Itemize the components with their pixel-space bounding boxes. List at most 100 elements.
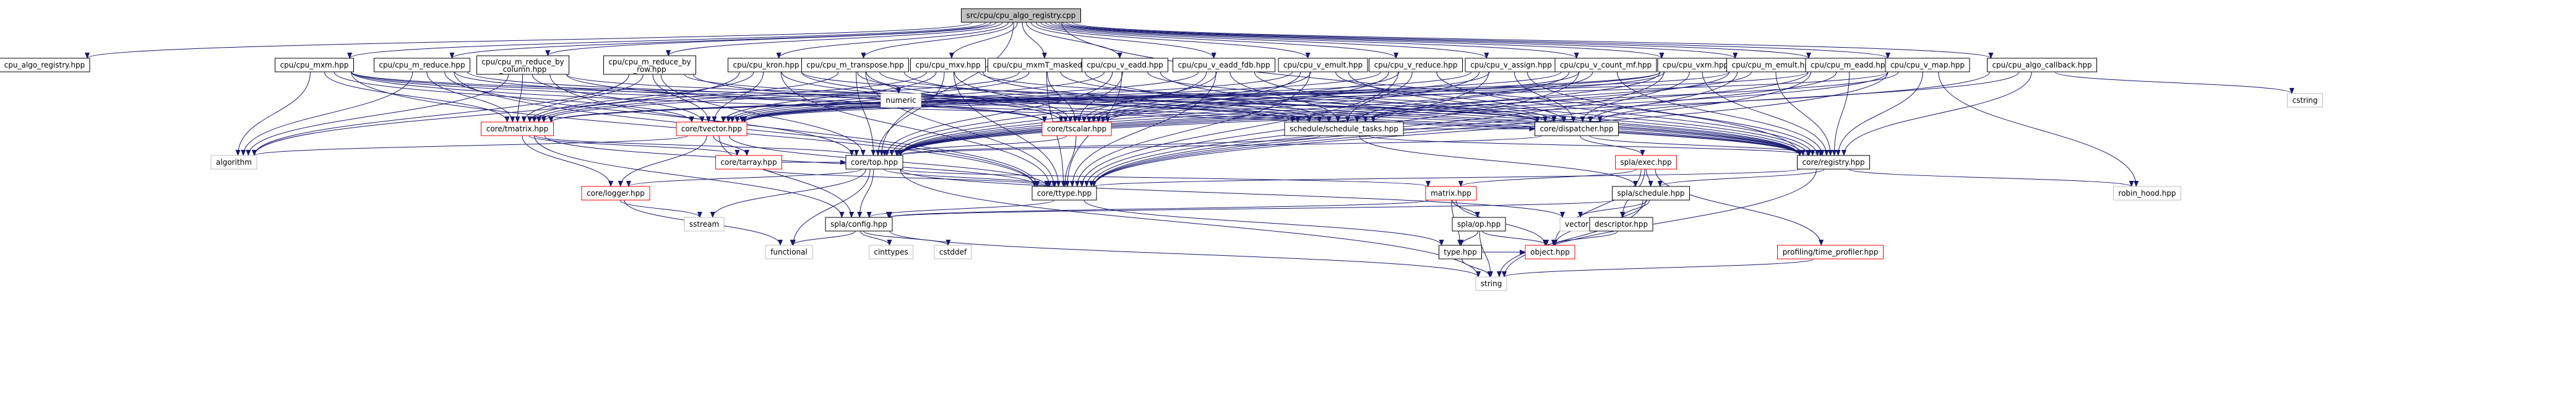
node-label: cpu/cpu_m_reduce.hpp (379, 61, 465, 69)
node-functional[interactable]: functional (765, 245, 813, 260)
node-string[interactable]: string (1475, 276, 1507, 291)
node-label: algorithm (216, 158, 252, 167)
node-label: cstring (2292, 96, 2317, 105)
node-spla-op[interactable]: spla/op.hpp (1452, 217, 1506, 232)
node-label: schedule/schedule_tasks.hpp (1290, 125, 1398, 133)
edge-kron-to-algorithm (252, 71, 740, 156)
node-m-red-col[interactable]: cpu/cpu_m_reduce_by_column.hpp (476, 55, 569, 75)
node-registry[interactable]: core/registry.hpp (1797, 155, 1870, 170)
edge-mxm-to-registry (351, 71, 1803, 156)
node-m-reduce[interactable]: cpu/cpu_m_reduce.hpp (374, 58, 470, 72)
edge-root-to-mxmT (1022, 22, 1047, 59)
node-robin-hood[interactable]: robin_hood.hpp (2113, 186, 2181, 201)
edge-mxv-to-core-top (875, 71, 945, 156)
edge-spla-config-to-functional (790, 230, 856, 246)
edge-spla-config-to-string (889, 230, 1481, 277)
edge-core-top-to-matrix (900, 168, 1431, 187)
edge-root-to-core-top (879, 22, 1014, 156)
edge-v-eadd-to-registry (1160, 71, 1803, 156)
edge-v-reduce-to-registry (1436, 71, 1816, 156)
node-label: spla/schedule.hpp (1617, 189, 1684, 198)
node-label: cpu/cpu_m_eadd.hpp (1811, 61, 1890, 69)
node-m-eadd[interactable]: cpu/cpu_m_eadd.hpp (1805, 58, 1895, 72)
node-cinttypes[interactable]: cinttypes (869, 245, 913, 260)
node-vxm[interactable]: cpu/cpu_vxm.hpp (1657, 58, 1734, 72)
node-v-eadd[interactable]: cpu/cpu_v_eadd.hpp (1082, 58, 1168, 72)
node-v-assign[interactable]: cpu/cpu_v_assign.hpp (1465, 58, 1557, 72)
edge-m-red-col-to-registry (566, 74, 1803, 156)
edge-root-to-v-map (1066, 22, 1890, 59)
edge-v-emult-to-core-vector (739, 71, 1293, 123)
node-v-count-mf[interactable]: cpu/cpu_v_count_mf.hpp (1554, 58, 1657, 72)
node-sstream[interactable]: sstream (684, 217, 725, 232)
node-profiler[interactable]: profiling/time_profiler.hpp (1777, 245, 1884, 260)
edge-v-count-mf-to-registry (1616, 71, 1825, 156)
edge-core-top-to-spla-config (857, 168, 874, 218)
node-m-transpose[interactable]: cpu/cpu_m_transpose.hpp (801, 58, 909, 72)
edge-v-reduce-to-core-scalar (1091, 71, 1400, 123)
node-sched-tasks[interactable]: schedule/schedule_tasks.hpp (1284, 121, 1404, 136)
edge-m-eadd-to-registry (1832, 71, 1850, 156)
node-core-matrix[interactable]: core/tmatrix.hpp (481, 121, 554, 136)
node-root[interactable]: src/cpu/cpu_algo_registry.cpp (961, 8, 1081, 23)
node-label: object.hpp (1530, 248, 1570, 256)
node-mxm[interactable]: cpu/cpu_mxm.hpp (275, 58, 354, 72)
node-cstddef[interactable]: cstddef (934, 245, 972, 260)
node-reg-hpp[interactable]: cpu_algo_registry.hpp (0, 58, 90, 72)
edge-mxm-to-core-vector (334, 71, 694, 123)
node-cstring[interactable]: cstring (2287, 93, 2323, 108)
edge-logger-to-sstream (619, 199, 702, 218)
node-spla-config[interactable]: spla/config.hpp (825, 217, 893, 232)
node-mxmT[interactable]: cpu/cpu_mxmT_masked.hpp (988, 58, 1104, 72)
edge-sched-tasks-to-spla-schedule (1359, 135, 1639, 187)
node-matrix[interactable]: matrix.hpp (1425, 186, 1477, 201)
node-dispatcher[interactable]: core/dispatcher.hpp (1535, 121, 1619, 136)
edge-algo-cb-to-core-top (898, 71, 1990, 156)
node-m-red-row[interactable]: cpu/cpu_m_reduce_by_row.hpp (603, 55, 696, 75)
node-box (0, 58, 90, 72)
edge-core-top-to-logger (626, 168, 862, 187)
node-numeric[interactable]: numeric (881, 93, 921, 108)
node-mxv[interactable]: cpu/cpu_mxv.hpp (910, 58, 986, 72)
node-ttype[interactable]: core/ttype.hpp (1032, 186, 1097, 201)
edge-root-to-m-red-row (666, 22, 1003, 56)
node-algo-cb[interactable]: cpu/cpu_algo_callback.hpp (1987, 58, 2097, 72)
node-core-vector[interactable]: core/tvector.hpp (676, 121, 747, 136)
edge-ttype-to-type (1083, 199, 1444, 246)
node-m-emult[interactable]: cpu/cpu_m_emult.hpp (1726, 58, 1819, 72)
node-spla-schedule[interactable]: spla/schedule.hpp (1612, 186, 1690, 201)
node-label: matrix.hpp (1431, 189, 1471, 198)
edge-m-red-col-to-core-vector (532, 74, 705, 123)
node-label: cpu_algo_registry.hpp (4, 61, 85, 69)
edge-type-to-string (1462, 258, 1493, 277)
node-logger[interactable]: core/logger.hpp (581, 186, 650, 201)
node-box (1452, 217, 1506, 232)
node-v-map[interactable]: cpu/cpu_v_map.hpp (1885, 58, 1970, 72)
node-label: cpu/cpu_m_reduce_by (481, 58, 564, 66)
node-v-emult[interactable]: cpu/cpu_v_emult.hpp (1278, 58, 1368, 72)
node-box (801, 58, 909, 72)
edge-algo-cb-to-registry (1841, 71, 2032, 156)
node-label: functional (770, 248, 808, 256)
node-box (210, 155, 257, 170)
node-box (1173, 58, 1275, 72)
node-core-top[interactable]: core/top.hpp (845, 155, 903, 170)
node-label: cpu/cpu_v_eadd.hpp (1087, 61, 1163, 69)
node-core-array[interactable]: core/tarray.hpp (715, 155, 782, 170)
edge-spla-exec-to-matrix (1458, 168, 1637, 187)
node-v-eadd-fdb[interactable]: cpu/cpu_v_eadd_fdb.hpp (1173, 58, 1275, 72)
node-v-reduce[interactable]: cpu/cpu_v_reduce.hpp (1369, 58, 1463, 72)
edge-mxv-to-core-matrix (536, 71, 927, 123)
node-algorithm[interactable]: algorithm (210, 155, 257, 170)
edge-m-reduce-to-core-matrix (426, 71, 515, 123)
node-label: core/logger.hpp (587, 189, 645, 198)
node-kron[interactable]: cpu/cpu_kron.hpp (728, 58, 804, 72)
edge-m-transpose-to-core-matrix (532, 71, 839, 123)
node-descriptor[interactable]: descriptor.hpp (1589, 217, 1653, 232)
node-spla-exec[interactable]: spla/exec.hpp (1615, 155, 1677, 170)
node-vector[interactable]: vector (1559, 217, 1594, 232)
edge-ttype-to-spla-config (866, 199, 1054, 218)
node-object[interactable]: object.hpp (1525, 245, 1575, 260)
node-core-scalar[interactable]: core/tscalar.hpp (1041, 121, 1112, 136)
node-type[interactable]: type.hpp (1439, 245, 1482, 260)
